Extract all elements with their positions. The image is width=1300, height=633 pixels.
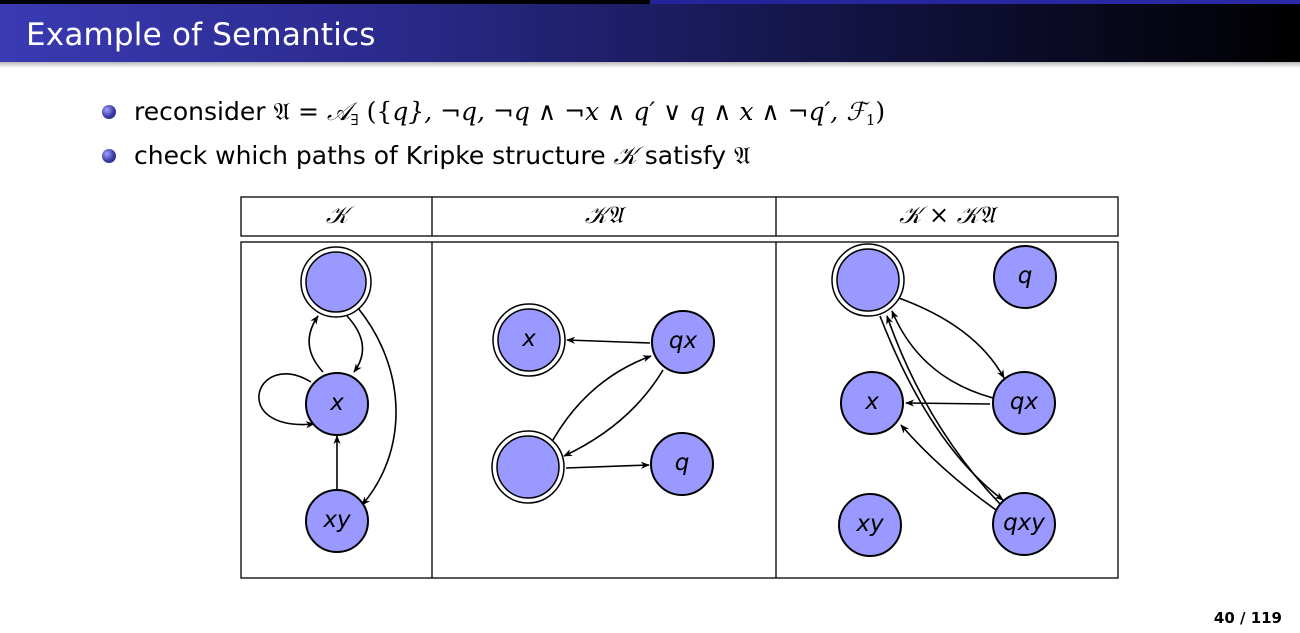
bullet-item-check-paths: check which paths of Kripke structure 𝒦 … <box>100 136 885 180</box>
f-subscript: 1 <box>865 111 876 129</box>
node-label: xy <box>322 507 351 533</box>
initial-set-q: q <box>392 97 409 126</box>
automaton-symbol: 𝔄 <box>733 141 751 170</box>
edge-k-x-self-loop <box>258 373 315 429</box>
node-k-x[interactable] <box>305 372 369 436</box>
edge-p-qxy-to-empty <box>886 315 1001 505</box>
bullet-text: reconsider <box>134 97 274 126</box>
bullet-list: reconsider 𝔄 = 𝒜∃ ({q}, ¬q, ¬q ∧ ¬x ∧ q′… <box>100 92 885 180</box>
bullet-text: check which paths of Kripke structure <box>134 141 614 170</box>
node-label: q <box>675 450 690 476</box>
bullet-icon <box>102 105 116 119</box>
node-label: x <box>521 326 536 352</box>
formula-body: }, ¬q, ¬q ∧ ¬x ∧ q′ ∨ q ∧ x ∧ ¬q′, <box>408 97 847 126</box>
node-p-qxy[interactable] <box>992 492 1056 556</box>
comparison-table <box>240 196 1119 579</box>
node-a-qx[interactable] <box>651 310 715 374</box>
args-open: ({ <box>358 97 393 126</box>
edge-p-qx-to-empty <box>891 310 994 399</box>
edges <box>258 296 1005 511</box>
edge-a-empty-to-qx <box>548 355 652 448</box>
edge-p-empty-to-qxy <box>879 315 1004 501</box>
node-label: q <box>1018 263 1033 289</box>
calligraphic-f: ℱ <box>846 97 866 126</box>
node-a-empty[interactable] <box>496 435 560 499</box>
node-label: xy <box>855 511 884 537</box>
node-k-empty[interactable] <box>305 251 367 313</box>
node-label: qx <box>1010 389 1039 415</box>
equals-sign: = <box>290 97 327 126</box>
node-a-q[interactable] <box>650 432 714 496</box>
edge-a-empty-to-q <box>565 461 650 469</box>
bullet-text-mid: satisfy <box>636 141 734 170</box>
node-k-xy[interactable] <box>305 489 369 553</box>
node-p-xy[interactable] <box>838 493 902 557</box>
slide-title: Example of Semantics <box>26 17 376 53</box>
node-label: x <box>864 389 879 415</box>
slide-header: Example of Semantics <box>0 4 1300 62</box>
column-header-automaton: 𝒦𝔄 <box>585 201 627 229</box>
top-accent-bar <box>0 0 1300 4</box>
edge-k-empty-to-x <box>346 315 364 373</box>
node-a-x[interactable] <box>497 308 561 372</box>
edge-p-empty-to-qx <box>895 296 1005 379</box>
kripke-symbol: 𝒦 <box>613 141 637 170</box>
body-row-frame <box>240 241 1119 579</box>
column-header-product: 𝒦 × 𝒦𝔄 <box>899 201 999 229</box>
edge-a-qx-to-empty <box>563 369 664 457</box>
bullet-icon <box>102 149 116 163</box>
node-p-x[interactable] <box>840 371 904 435</box>
exists-subscript: ∃ <box>350 111 359 129</box>
calligraphic-a: 𝒜 <box>326 97 351 126</box>
edge-p-qxy-to-x <box>900 424 997 511</box>
bullet-item-reconsider: reconsider 𝔄 = 𝒜∃ ({q}, ¬q, ¬q ∧ ¬x ∧ q′… <box>100 92 885 136</box>
args-close: ) <box>875 97 886 126</box>
node-label: qxy <box>1003 510 1045 536</box>
automaton-symbol: 𝔄 <box>273 97 291 126</box>
node-p-empty[interactable] <box>836 248 900 312</box>
edge-k-empty-to-xy <box>357 307 397 506</box>
column-header-kripke: 𝒦 <box>326 201 356 229</box>
node-p-qx[interactable] <box>992 371 1056 435</box>
page-number: 40 / 119 <box>1213 609 1282 627</box>
header-row-frame <box>240 196 1119 237</box>
edge-a-qx-to-x <box>566 336 651 344</box>
edge-p-qx-to-x <box>905 399 991 407</box>
node-p-q[interactable] <box>993 245 1057 309</box>
node-label: qx <box>669 328 698 354</box>
edge-k-x-to-empty <box>308 315 324 373</box>
node-label: x <box>329 390 344 416</box>
header-shadow <box>0 62 1300 68</box>
